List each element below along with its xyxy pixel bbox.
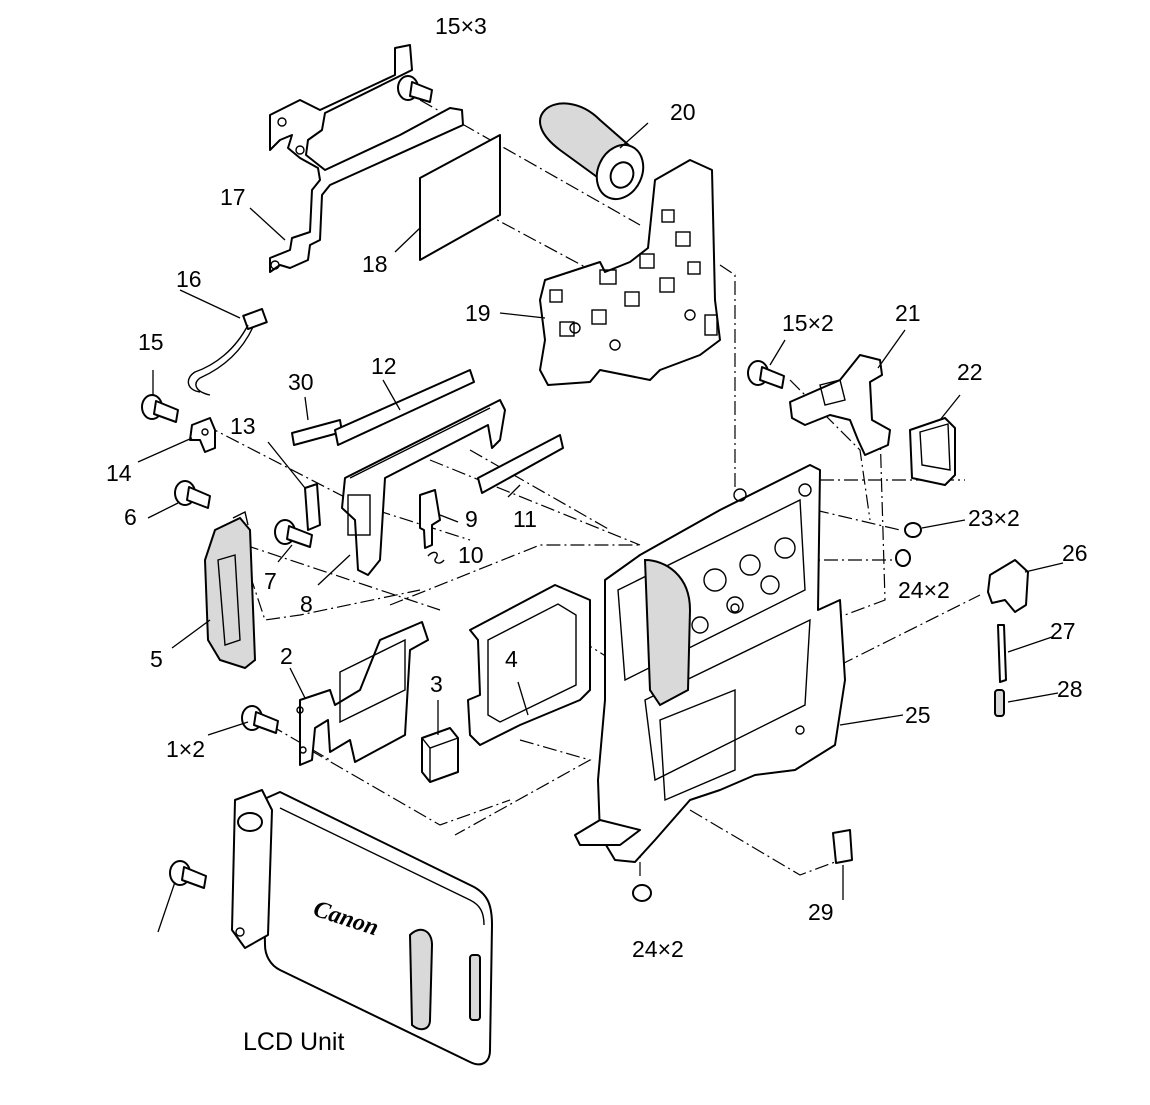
- callout-14: 14: [106, 460, 132, 486]
- callout-17: 17: [220, 184, 246, 210]
- callout-20: 20: [670, 99, 696, 125]
- callout-9: 9: [465, 506, 478, 532]
- part-5-grip-cover: [203, 510, 257, 670]
- part-28-spring: [994, 689, 1005, 717]
- callout-7: 7: [264, 568, 277, 594]
- screw-6: [174, 480, 211, 509]
- assembly-lines: [204, 99, 981, 900]
- part-9-clip: [419, 489, 441, 549]
- callout-5: 5: [150, 646, 163, 672]
- callout-1x2: 1×2: [166, 736, 205, 762]
- callout-29: 29: [808, 899, 834, 925]
- screw-15x3: [397, 75, 433, 103]
- screw-1x2: [241, 705, 279, 734]
- callout-16: 16: [176, 266, 202, 292]
- part-24-feet-lower: [632, 884, 652, 902]
- callout-24x2-lower: 24×2: [632, 936, 684, 962]
- callout-11: 11: [513, 506, 537, 532]
- part-13-block: [304, 483, 321, 531]
- screw-15: [141, 394, 179, 423]
- callout-26: 26: [1062, 540, 1088, 566]
- part-2-bracket: [296, 621, 429, 766]
- callout-8: 8: [300, 591, 313, 617]
- part-26-latch: [987, 559, 1029, 613]
- part-4-frame: [467, 584, 591, 746]
- part-18-sheet: [419, 134, 501, 261]
- part-24-feet-upper: [895, 549, 911, 567]
- callout-4: 4: [505, 646, 518, 672]
- screw-15x2: [747, 360, 785, 389]
- lcd-unit: Canon: [231, 789, 493, 1066]
- callout-19: 19: [465, 300, 491, 326]
- part-10-spring: [427, 551, 445, 564]
- part-29-tab: [832, 829, 853, 864]
- part-25-body-case: [574, 464, 846, 863]
- callout-6: 6: [124, 504, 137, 530]
- part-27-pin: [997, 624, 1007, 683]
- callout-2: 2: [280, 643, 293, 669]
- part-12-strip: [334, 369, 475, 446]
- callout-15: 15: [138, 329, 164, 355]
- part-22-box: [909, 417, 956, 486]
- callout-28: 28: [1057, 676, 1083, 702]
- callout-27: 27: [1050, 618, 1076, 644]
- screws: [141, 75, 785, 889]
- part-19-main-board: [539, 159, 721, 386]
- leader-lines: [137, 122, 1064, 933]
- callout-23x2: 23×2: [968, 505, 1020, 531]
- part-3-block: [421, 727, 459, 783]
- callouts: 15×3 20 17 18 16 19 15 30 12 13 14 6 9 1…: [106, 13, 1088, 962]
- callout-15x3: 15×3: [435, 13, 487, 39]
- callout-3: 3: [430, 671, 443, 697]
- callout-15x2: 15×2: [782, 310, 834, 336]
- lcd-unit-label: LCD Unit: [243, 1028, 344, 1056]
- part-14-bracket: [189, 417, 216, 453]
- callout-22: 22: [957, 359, 983, 385]
- part-11-strip: [477, 434, 564, 494]
- callout-13: 13: [230, 413, 256, 439]
- part-23-feet: [904, 522, 922, 538]
- callout-21: 21: [895, 300, 921, 326]
- part-17-bracket: [269, 44, 464, 273]
- screw-1: [169, 860, 207, 889]
- callout-24x2-upper: 24×2: [898, 577, 950, 603]
- part-16-cable: [187, 308, 268, 396]
- callout-12: 12: [371, 353, 397, 379]
- callout-25: 25: [905, 702, 931, 728]
- part-8-frame: [341, 399, 506, 576]
- screw-7: [274, 519, 313, 548]
- callout-30: 30: [288, 369, 314, 395]
- part-21-bracket: [789, 354, 891, 456]
- part-20-motor: [539, 102, 645, 201]
- callout-18: 18: [362, 251, 388, 277]
- callout-10: 10: [458, 542, 484, 568]
